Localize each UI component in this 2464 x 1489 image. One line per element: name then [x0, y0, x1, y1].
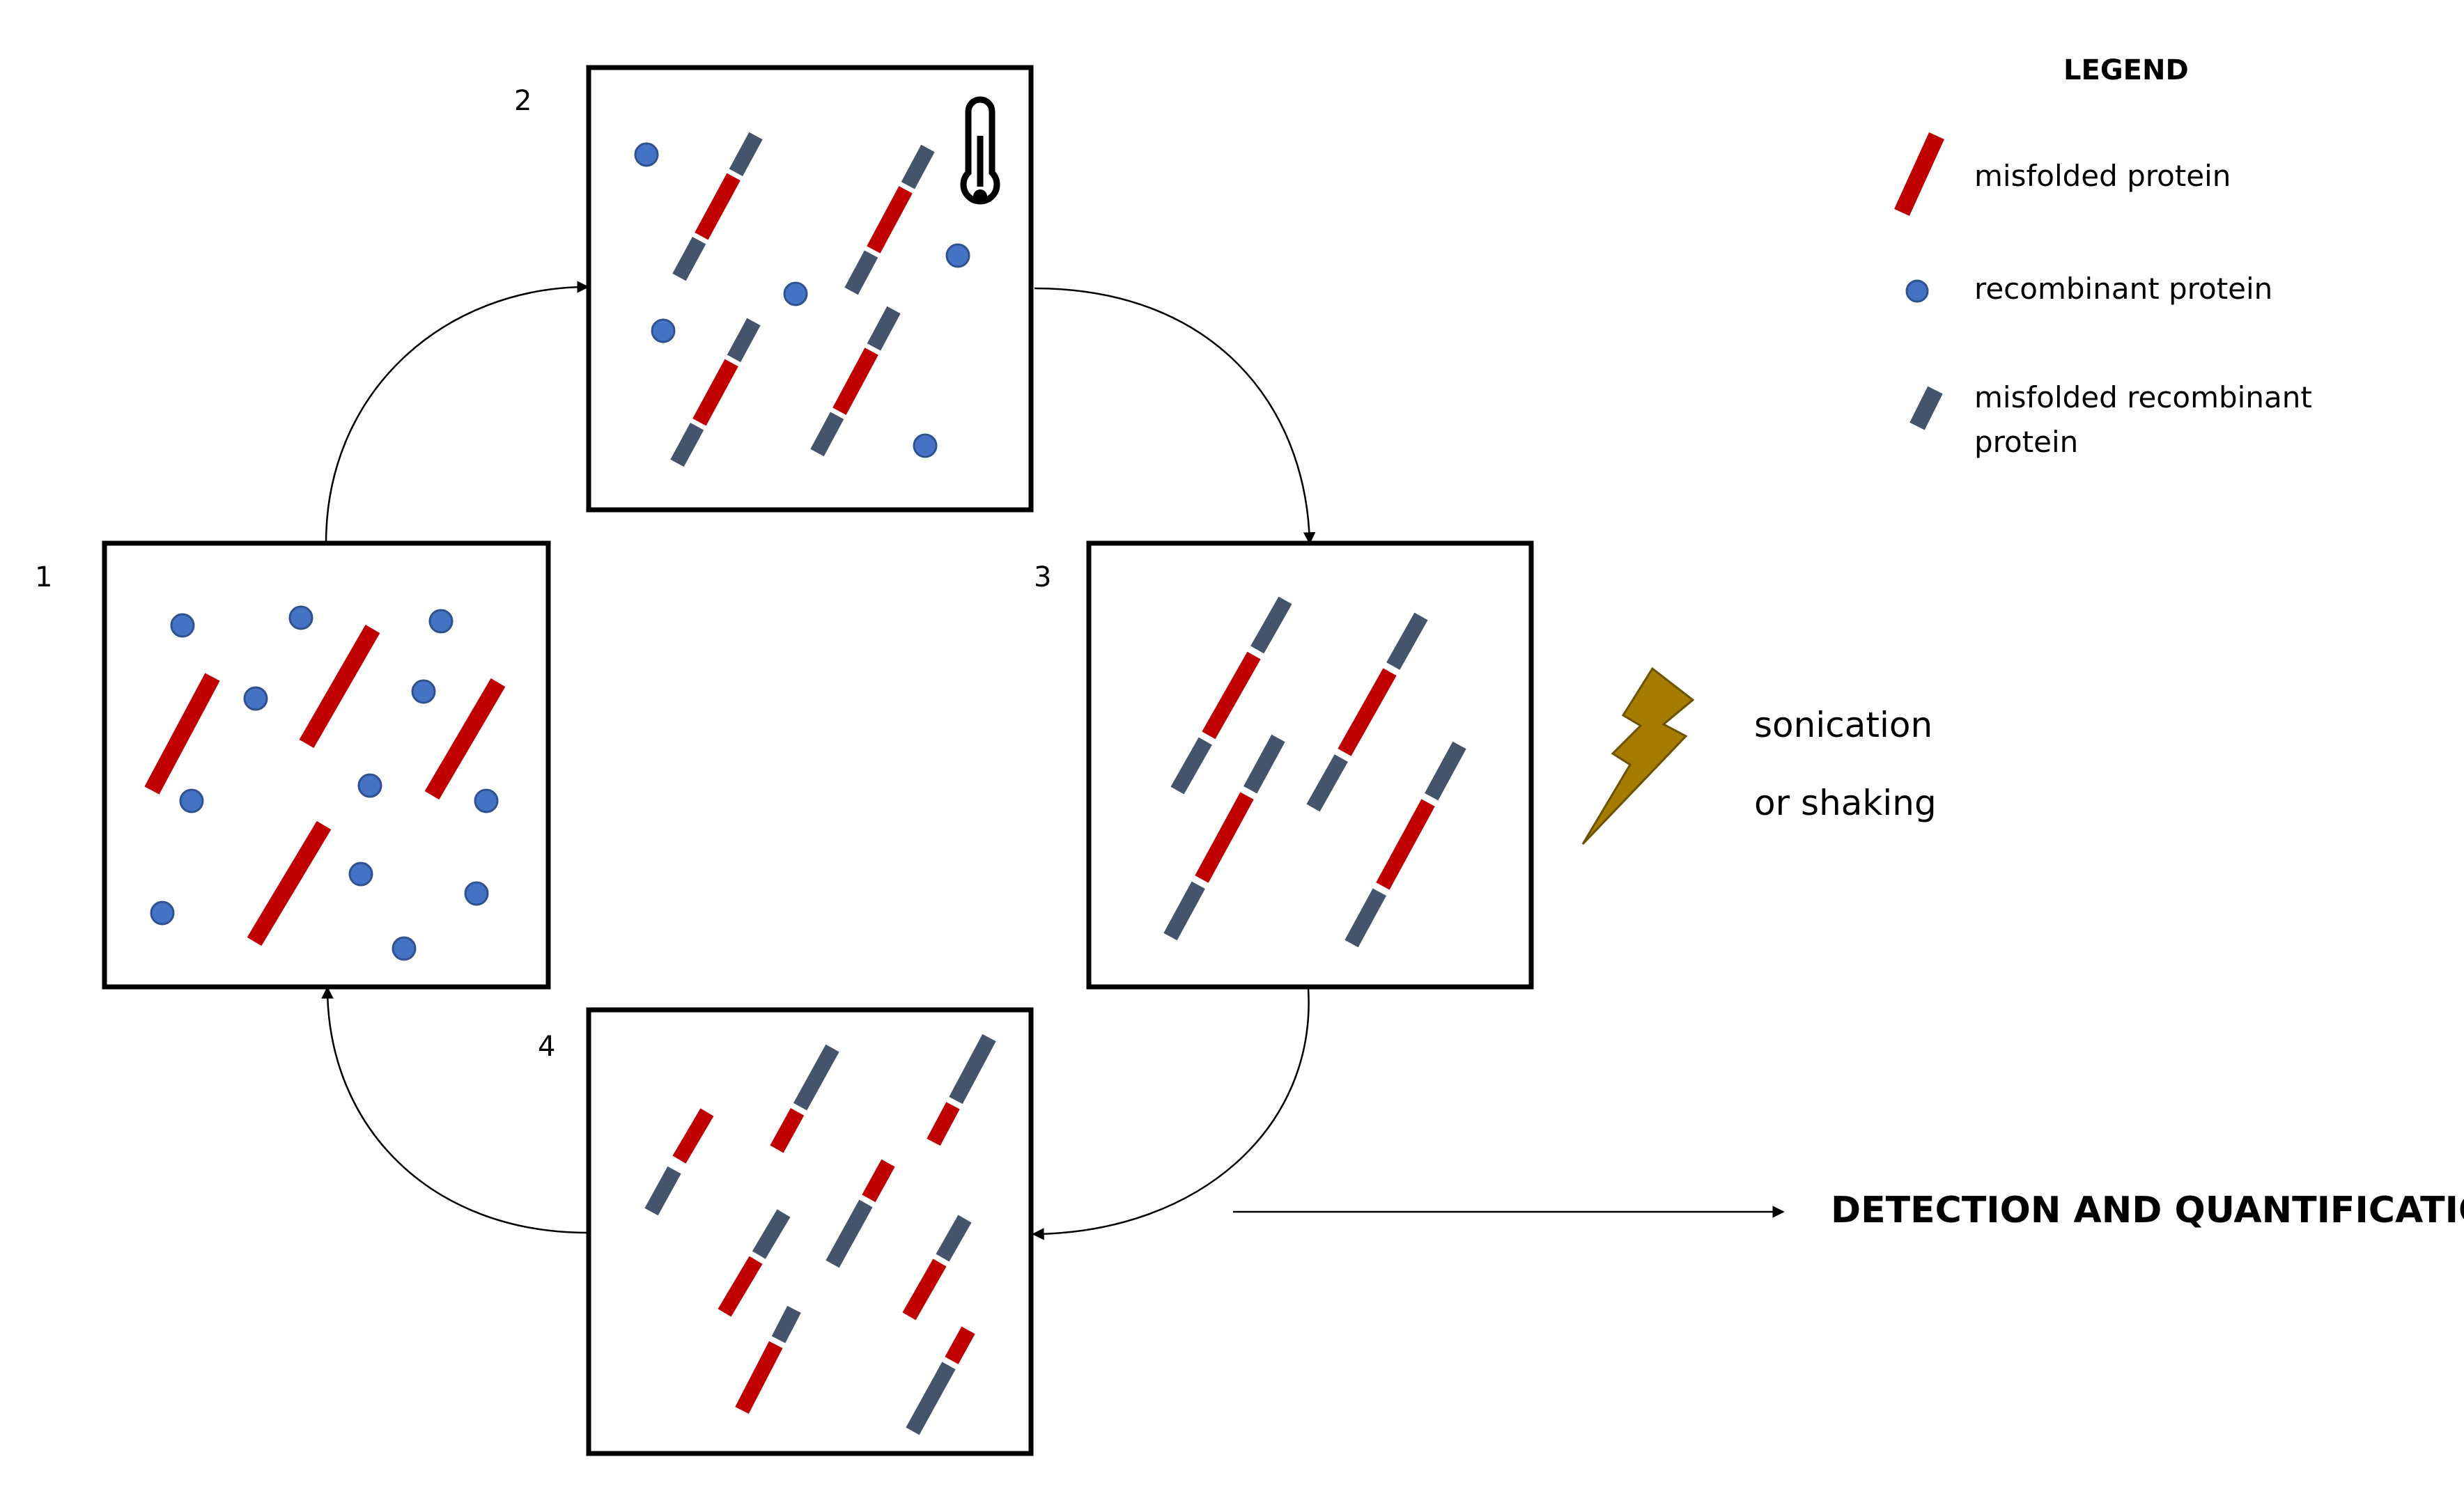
- agitation-label-line1: sonication: [1754, 705, 1933, 745]
- arrow-3-to-4: [1032, 988, 1310, 1240]
- arrow-1-to-2: [325, 281, 589, 544]
- step-box-3: [1086, 540, 1534, 990]
- misfolded-protein: [299, 625, 380, 748]
- recombinant-protein-dot: [392, 936, 417, 961]
- misfolded-protein-segment: [927, 1102, 960, 1146]
- recombinant-protein-dot: [243, 686, 268, 711]
- recombinant-protein-dot: [288, 605, 313, 630]
- misfolded-recombinant-segment: [1163, 881, 1205, 941]
- recombinant-protein-dot: [150, 901, 175, 926]
- misfolded-recombinant-segment: [670, 422, 704, 467]
- misfolded-recombinant-segment: [826, 1199, 873, 1268]
- misfolded-protein-segment: [672, 1108, 714, 1164]
- misfolded-recombinant-segment: [936, 1215, 972, 1262]
- misfolded-protein: [424, 678, 506, 800]
- legend-title: LEGEND: [2063, 54, 2189, 86]
- misfolded-recombinant-segment: [901, 144, 935, 189]
- recombinant-protein-dot: [357, 773, 382, 798]
- thermometer-icon: [960, 96, 1000, 205]
- recombinant-protein-dot: [179, 788, 204, 813]
- misfolded-recombinant-segment: [1250, 596, 1292, 654]
- misfolded-recombinant-segment: [752, 1209, 791, 1259]
- step-box-4: [586, 1007, 1034, 1456]
- misfolded-recombinant-segment: [1425, 741, 1466, 801]
- step-number-4: 4: [538, 1031, 556, 1063]
- detection-label: DETECTION AND QUANTIFICATION: [1831, 1190, 2464, 1231]
- misfolded-protein-segment: [867, 186, 913, 254]
- legend-label-recombinant-protein: recombinant protein: [1974, 272, 2273, 306]
- misfolded-recombinant-segment: [1386, 612, 1428, 670]
- recombinant-protein-dot: [913, 433, 938, 458]
- misfolded-recombinant-segment: [906, 1362, 956, 1435]
- misfolded-protein-segment: [735, 1341, 783, 1414]
- misfolded-protein-segment: [945, 1326, 975, 1364]
- recombinant-protein-dot: [411, 679, 436, 704]
- step-number-3: 3: [1034, 561, 1052, 593]
- misfolded-recombinant-segment: [727, 318, 761, 363]
- misfolded-recombinant-segment: [810, 412, 844, 457]
- recombinant-protein-dot: [170, 613, 195, 638]
- misfolded-recombinant-segment: [771, 1305, 801, 1343]
- misfolded-recombinant-segment: [844, 250, 878, 295]
- misfolded-protein-segment: [1195, 792, 1254, 883]
- misfolded-protein-segment: [902, 1258, 947, 1320]
- recombinant-protein-dot: [783, 281, 808, 306]
- misfolded-recombinant-segment: [644, 1166, 681, 1216]
- misfolded-recombinant-segment: [672, 236, 706, 281]
- arrow-2-to-3: [1034, 287, 1316, 545]
- legend-label-misfolded-protein: misfolded protein: [1974, 159, 2231, 193]
- misfolded-protein-icon: [1894, 132, 1944, 216]
- step-box-1: [102, 540, 551, 990]
- recombinant-protein-dot: [945, 243, 970, 268]
- arrow-4-to-1: [321, 986, 588, 1234]
- recombinant-protein-dot: [634, 142, 659, 167]
- misfolded-recombinant-segment: [793, 1044, 839, 1111]
- step-number-1: 1: [35, 561, 53, 593]
- recombinant-protein-dot: [348, 862, 373, 887]
- legend-label-misfolded-recombinant-line2: protein: [1974, 425, 2079, 459]
- misfolded-recombinant-segment: [867, 306, 901, 351]
- misfolded-protein-segment: [692, 359, 738, 426]
- lightning-icon: [1581, 666, 1695, 845]
- cycle-arrows: [321, 281, 1785, 1240]
- misfolded-recombinant-segment: [1170, 737, 1212, 795]
- recombinant-protein-dot: [428, 609, 454, 634]
- misfolded-recombinant-segment: [1243, 734, 1285, 794]
- misfolded-protein-segment: [1338, 668, 1397, 756]
- misfolded-recombinant-segment: [1345, 888, 1386, 948]
- misfolded-protein-segment: [1376, 799, 1435, 890]
- misfolded-protein-segment: [718, 1256, 763, 1317]
- recombinant-protein-icon: [1905, 279, 1929, 303]
- misfolded-protein-segment: [1202, 651, 1261, 740]
- step-number-2: 2: [514, 85, 532, 117]
- step-box-2: [586, 65, 1034, 513]
- recombinant-protein-dot: [474, 788, 499, 813]
- recombinant-protein-dot: [464, 881, 489, 906]
- misfolded-protein-segment: [695, 173, 741, 240]
- agitation-label-line2: or shaking: [1754, 783, 1937, 823]
- misfolded-protein: [144, 673, 220, 795]
- misfolded-recombinant-segment: [729, 132, 763, 177]
- misfolded-protein-segment: [832, 348, 878, 415]
- misfolded-recombinant-protein-icon: [1909, 386, 1943, 430]
- recombinant-protein-dot: [651, 318, 676, 343]
- misfolded-protein: [247, 820, 332, 946]
- misfolded-recombinant-segment: [1306, 754, 1348, 812]
- misfolded-protein-segment: [770, 1108, 805, 1153]
- misfolded-recombinant-segment: [949, 1034, 996, 1105]
- legend-label-misfolded-recombinant-line1: misfolded recombinant: [1974, 380, 2312, 414]
- misfolded-protein-segment: [862, 1159, 895, 1203]
